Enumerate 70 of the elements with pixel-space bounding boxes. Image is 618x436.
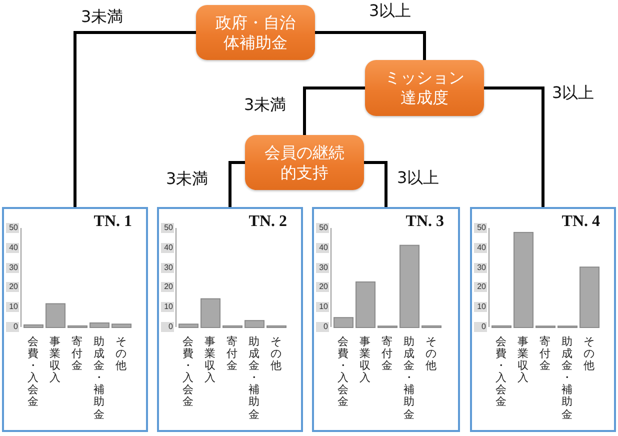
- connector-line: [364, 161, 388, 207]
- node-text: 会員の継続的支持: [264, 142, 346, 182]
- category-label: その他: [426, 336, 436, 372]
- tick-label: 40: [316, 242, 329, 253]
- tick-label: 10: [161, 302, 174, 312]
- connector-line: [484, 86, 544, 207]
- chart-panel: [2, 207, 148, 432]
- tick-label: 20: [6, 282, 19, 292]
- tick-label: 0: [316, 322, 329, 332]
- node-text: 政府・自治体補助金: [214, 12, 296, 52]
- category-label: 寄付金: [540, 336, 550, 372]
- edge-label: 3未満: [165, 170, 210, 188]
- tick-label: 0: [161, 322, 174, 332]
- tick-label: 30: [6, 262, 19, 273]
- tick-label: 40: [474, 242, 487, 253]
- tick-label: 30: [316, 262, 329, 273]
- chart-title: TN. 2: [248, 213, 287, 231]
- tick-label: 0: [6, 322, 19, 332]
- category-label: その他: [270, 336, 282, 372]
- category-label: 寄付金: [226, 336, 238, 372]
- category-label: 寄付金: [382, 336, 392, 372]
- category-label: 会費・入会金: [338, 336, 348, 409]
- tick-label: 30: [161, 262, 174, 273]
- edge-label: 3以上: [368, 2, 412, 20]
- edge-label: 3未満: [243, 96, 288, 114]
- category-label: 助成金・補助金: [248, 336, 260, 421]
- category-label: その他: [584, 336, 594, 372]
- tick-label: 0: [474, 322, 487, 332]
- chart-title: TN. 3: [406, 213, 444, 231]
- category-label: 会費・入会金: [28, 336, 38, 409]
- tick-label: 40: [6, 242, 19, 253]
- category-label: 会費・入会金: [496, 336, 506, 409]
- category-label: 寄付金: [72, 336, 82, 372]
- decision-box: [196, 5, 315, 60]
- category-label: 助成金・補助金: [404, 336, 414, 421]
- category-label: 事業収入: [518, 336, 528, 384]
- tick-label: 40: [161, 242, 174, 253]
- tick-label: 10: [474, 302, 487, 312]
- tick-label: 10: [6, 302, 19, 312]
- tick-label: 50: [161, 223, 174, 233]
- category-label: 助成金・補助金: [94, 336, 104, 421]
- category-label: 事業収入: [360, 336, 370, 384]
- category-label: その他: [116, 336, 126, 372]
- decision-box: [245, 135, 364, 190]
- decision-box: [365, 60, 484, 116]
- chart-panel: [157, 207, 303, 432]
- tick-label: 30: [474, 262, 487, 273]
- category-label: 助成金・補助金: [562, 336, 572, 421]
- tick-label: 50: [6, 223, 19, 233]
- edge-label: 3未満: [80, 8, 124, 26]
- tick-label: 20: [316, 282, 329, 292]
- chart-panel: [470, 207, 616, 432]
- tick-label: 10: [316, 302, 329, 312]
- tick-label: 50: [474, 223, 487, 233]
- connector-line: [303, 86, 365, 135]
- connector-line: [315, 31, 426, 60]
- chart-title: TN. 4: [562, 213, 600, 231]
- tick-label: 50: [316, 223, 329, 233]
- category-label: 会費・入会金: [182, 336, 194, 409]
- connector-line: [74, 31, 196, 207]
- node-text: ミッション達成度: [384, 68, 466, 108]
- connector-line: [228, 161, 245, 207]
- tick-label: 20: [161, 282, 174, 292]
- edge-label: 3以上: [551, 84, 596, 102]
- category-label: 事業収入: [50, 336, 60, 384]
- tick-label: 20: [474, 282, 487, 292]
- category-label: 事業収入: [204, 336, 216, 384]
- chart-panel: [312, 207, 460, 432]
- chart-title: TN. 1: [94, 213, 132, 231]
- edge-label: 3以上: [396, 169, 440, 187]
